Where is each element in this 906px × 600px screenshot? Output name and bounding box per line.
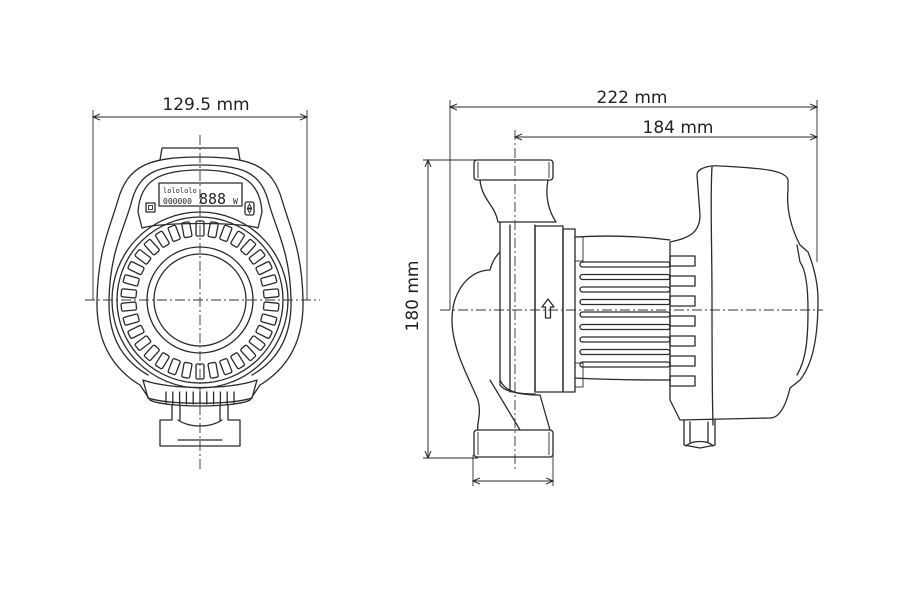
- motor-fin: [579, 348, 671, 356]
- ring-tooth: [260, 313, 278, 326]
- ring-tooth: [122, 274, 140, 287]
- display-unit: W: [233, 197, 238, 206]
- cable-gland-detail: [685, 421, 714, 447]
- box-fin: [669, 315, 696, 327]
- ring-tooth: [230, 230, 246, 248]
- mode-button: [145, 202, 156, 213]
- mode-button-icon: [148, 205, 153, 210]
- ring-tooth: [255, 261, 273, 276]
- ring-tooth: [120, 288, 138, 299]
- display-top-row: lolololo: [163, 187, 197, 195]
- ring-tooth: [207, 361, 219, 379]
- display-screen: [158, 182, 243, 207]
- motor-fin: [579, 323, 671, 331]
- box-fin: [669, 335, 696, 347]
- ring-tooth: [167, 358, 181, 376]
- ring-tooth: [127, 261, 145, 276]
- ring-tooth: [230, 352, 246, 370]
- ring-tooth: [248, 335, 266, 351]
- ring-tooth: [260, 274, 278, 287]
- cable-gland: [683, 419, 716, 449]
- adjust-button: [244, 201, 255, 216]
- box-fin: [669, 355, 696, 367]
- box-fin: [669, 255, 696, 267]
- ring-tooth: [154, 352, 170, 370]
- front-view: 129.5 mm lolololo 000000 888 W: [85, 95, 320, 470]
- control-box-fins: [669, 255, 696, 387]
- side-view: 222 mm 184 mm 180 mm: [403, 88, 823, 486]
- outlet-neck: [479, 179, 557, 223]
- inlet-flange: [473, 429, 554, 458]
- flange-lug: [574, 362, 584, 388]
- up-down-icon: [246, 202, 253, 215]
- length-dimension-label: 222 mm: [597, 88, 668, 108]
- ring-tooth: [154, 230, 170, 248]
- control-box-seam: [710, 166, 714, 426]
- motor-fins: [579, 261, 671, 368]
- ring-tooth: [219, 224, 233, 242]
- control-box: [669, 165, 819, 421]
- ring-tooth: [240, 344, 257, 362]
- housing-flange: [534, 225, 564, 393]
- ring-tooth: [262, 288, 280, 299]
- ring-teeth: [120, 220, 280, 380]
- ring-tooth: [262, 301, 280, 312]
- ring-tooth: [207, 221, 219, 239]
- ring-tooth: [255, 324, 273, 339]
- motor-fin: [579, 286, 671, 293]
- height-dimension-label: 180 mm: [403, 261, 423, 332]
- motor-fin: [579, 261, 671, 268]
- flange-ring: [562, 228, 576, 393]
- motor-fin: [579, 336, 671, 343]
- width-dimension-label: 129.5 mm: [162, 95, 249, 115]
- motor-fin: [579, 273, 671, 281]
- ring-tooth: [240, 238, 257, 256]
- ring-tooth: [120, 301, 138, 312]
- pump-housing: [499, 224, 536, 395]
- flange-lug: [574, 236, 584, 262]
- arrow-up-icon: [541, 298, 555, 319]
- motor-fin: [579, 311, 671, 318]
- ring-tooth: [181, 361, 193, 379]
- display-digits: 888: [199, 190, 226, 208]
- bottom-grille-frame: [142, 379, 258, 404]
- outlet-flange: [473, 159, 554, 181]
- ring-tooth: [219, 358, 233, 376]
- ring-tooth: [122, 313, 140, 326]
- control-panel: [137, 169, 263, 229]
- ring-tooth: [127, 324, 145, 339]
- box-fin: [669, 375, 696, 387]
- housing-inner-outline: [108, 164, 292, 376]
- ring-tooth: [181, 221, 193, 239]
- box-fin: [669, 295, 696, 307]
- ring-tooth: [134, 335, 152, 351]
- ring-tooth: [143, 344, 160, 362]
- motor-fin: [579, 298, 671, 306]
- motor-fin: [579, 361, 671, 368]
- box-fin: [669, 275, 696, 287]
- ring-tooth: [134, 249, 152, 265]
- ring-tooth: [143, 238, 160, 256]
- ring-tooth: [167, 224, 181, 242]
- motor-length-dimension-label: 184 mm: [643, 118, 714, 138]
- display-bottom-row: 000000: [163, 197, 192, 206]
- motor-body-outline: [574, 235, 671, 381]
- ring-tooth: [248, 249, 266, 265]
